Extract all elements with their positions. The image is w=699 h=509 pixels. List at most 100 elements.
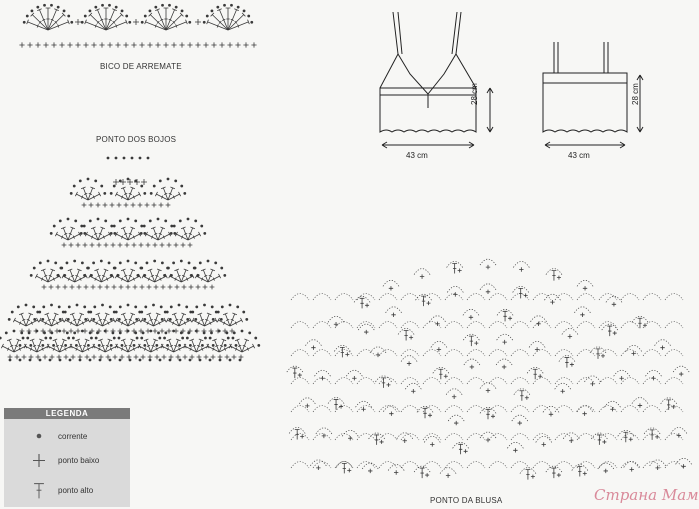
chain-stitch: [202, 20, 206, 24]
chain-loop: [664, 377, 684, 385]
chain-stitch: [211, 343, 215, 347]
bico-de-arremate-chart: [19, 3, 257, 48]
double-crochet: [74, 191, 89, 201]
chain-stitch: [181, 336, 185, 340]
single-crochet: [61, 242, 67, 248]
chain-stitch: [134, 331, 138, 335]
single-crochet: [76, 284, 82, 290]
chain-loop: [507, 441, 524, 449]
chain-loop: [400, 293, 420, 301]
chain-stitch: [254, 336, 258, 340]
double-crochet: [13, 338, 22, 353]
chain-loop: [528, 341, 546, 348]
chain-stitch: [64, 343, 68, 347]
single-crochet: [389, 411, 394, 416]
chain-loop: [620, 321, 640, 329]
chain-loop: [598, 461, 618, 469]
chain-stitch: [218, 358, 222, 362]
chain-stitch: [72, 184, 76, 188]
chain-stitch: [109, 343, 113, 347]
chain-stitch: [112, 310, 116, 314]
single-crochet: [67, 42, 73, 48]
single-crochet: [145, 242, 151, 248]
chain-loop: [510, 349, 530, 357]
single-crochet: [339, 404, 344, 409]
double-crochet: [212, 338, 220, 353]
chain-stitch: [132, 343, 136, 347]
chain-stitch: [18, 343, 22, 347]
single-crochet: [28, 354, 34, 360]
chain-loop: [290, 433, 310, 441]
chain-loop: [422, 293, 442, 301]
chain-loop: [447, 414, 465, 422]
double-crochet: [666, 399, 672, 410]
double-crochet: [98, 338, 106, 353]
single-crochet: [393, 470, 399, 475]
double-crochet: [114, 343, 129, 353]
chain-loop: [439, 467, 457, 474]
single-crochet: [75, 328, 81, 334]
double-crochet: [0, 343, 15, 353]
chain-stitch: [169, 231, 173, 235]
chain-loop: [310, 459, 327, 467]
chain-loop: [554, 349, 574, 357]
single-crochet: [139, 42, 145, 48]
chain-stitch: [188, 343, 192, 347]
single-crochet: [123, 42, 129, 48]
chain-stitch: [32, 266, 36, 270]
single-crochet: [43, 42, 49, 48]
single-crochet: [235, 42, 241, 48]
chain-stitch: [191, 310, 195, 314]
chain-stitch: [138, 156, 142, 160]
chain-stitch: [232, 331, 236, 335]
double-crochet: [103, 7, 109, 30]
chain-loop: [488, 405, 508, 413]
double-crochet: [595, 348, 601, 359]
single-crochet: [582, 411, 587, 416]
chain-loop: [444, 349, 464, 357]
chain-stitch: [82, 224, 86, 228]
double-crochet: [59, 338, 67, 353]
single-crochet: [430, 442, 435, 447]
chain-stitch: [114, 156, 118, 160]
chain-stitch: [112, 184, 116, 188]
chain-stitch: [163, 273, 166, 277]
single-crochet: [21, 354, 27, 360]
double-crochet: [551, 270, 557, 281]
chain-stitch: [187, 331, 191, 335]
single-crochet: [550, 299, 555, 305]
chain-stitch: [92, 261, 96, 265]
double-crochet: [217, 8, 229, 31]
chain-loop: [356, 377, 376, 385]
chain-loop: [357, 323, 375, 331]
chain-stitch: [203, 231, 207, 235]
double-crochet: [178, 317, 193, 327]
chain-loop: [598, 293, 618, 301]
chain-stitch: [140, 224, 144, 228]
chain-stitch: [65, 331, 69, 335]
single-crochet: [96, 328, 102, 334]
chain-loop: [312, 293, 332, 301]
single-crochet: [203, 42, 209, 48]
chain-stitch: [174, 5, 178, 9]
chain-stitch: [106, 156, 110, 160]
single-crochet: [411, 389, 416, 394]
chain-loop: [290, 461, 310, 469]
double-crochet: [114, 191, 129, 201]
chain-loop: [598, 433, 618, 441]
chain-stitch: [126, 303, 130, 307]
chain-loop: [314, 369, 331, 377]
chain-stitch: [136, 273, 140, 277]
chain-stitch: [195, 305, 199, 309]
double-crochet: [29, 338, 38, 353]
double-crochet: [67, 268, 76, 283]
chain-stitch: [185, 305, 189, 309]
chain-stitch: [164, 219, 168, 223]
chain-loop: [444, 377, 464, 385]
chain-loop: [620, 349, 640, 357]
double-crochet: [69, 343, 83, 353]
chain-loop: [642, 377, 662, 385]
single-crochet: [391, 312, 396, 318]
double-crochet: [157, 231, 172, 241]
chain-loop: [642, 461, 662, 469]
